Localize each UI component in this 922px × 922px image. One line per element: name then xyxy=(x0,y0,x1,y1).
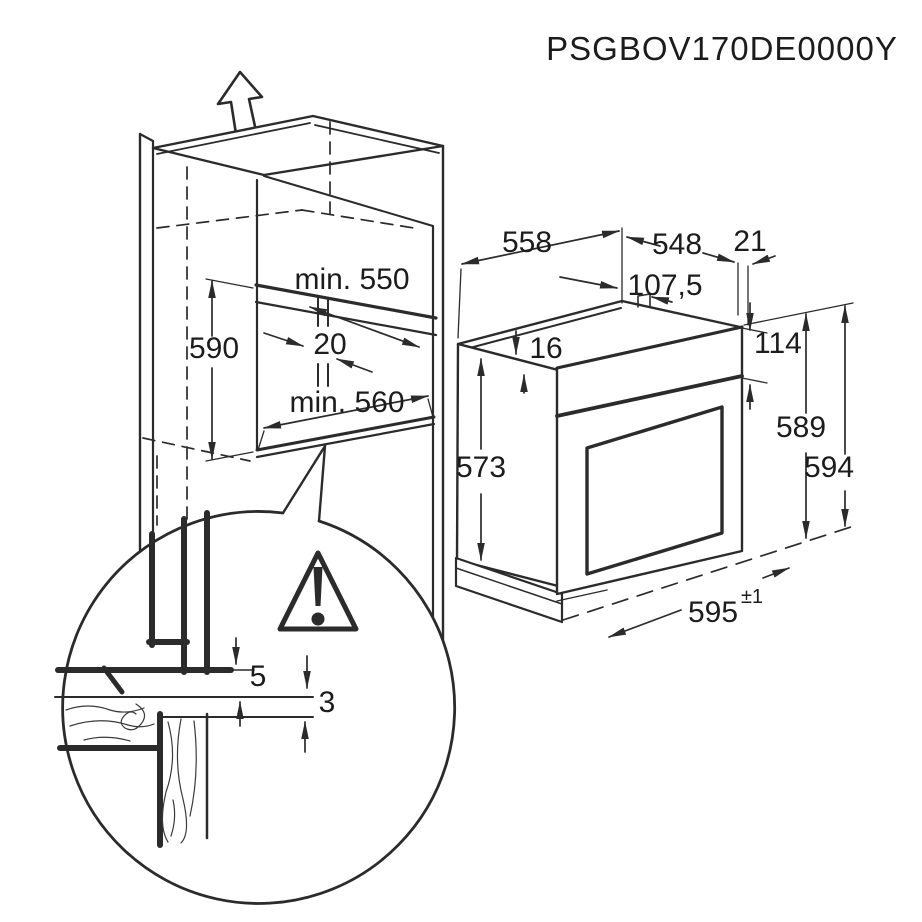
oven-dimension-lines xyxy=(457,227,854,638)
dim-oven-top-clearance: 16 xyxy=(529,332,562,365)
dim-oven-carcass-height: 573 xyxy=(456,451,506,484)
door-window xyxy=(585,405,724,576)
wood-grain xyxy=(65,703,197,844)
rear-bracket xyxy=(637,293,651,308)
dim-oven-total-height: 594 xyxy=(804,451,854,484)
dim-oven-top-depth: 558 xyxy=(502,226,552,259)
dim-oven-rear-offset: 107,5 xyxy=(627,269,702,302)
dim-detail-lower-gap: 3 xyxy=(319,686,336,719)
dim-niche-width: min. 560 xyxy=(289,386,404,419)
dim-oven-front-height: 589 xyxy=(776,411,826,444)
dim-oven-upper-depth: 548 xyxy=(652,228,702,261)
dim-detail-upper-gap: 5 xyxy=(250,660,267,693)
model-code: PSGBOV170DE0000Y xyxy=(546,30,898,67)
hidden-edges xyxy=(142,121,421,543)
cabinet-dimension-lines xyxy=(205,278,434,462)
section-panels xyxy=(55,510,234,848)
dim-oven-front-overhang: 21 xyxy=(733,225,766,258)
dim-oven-front-width: 595 xyxy=(688,596,738,629)
oven-drawing xyxy=(454,227,854,638)
warning-triangle-icon xyxy=(277,550,359,632)
dim-niche-depth: min. 550 xyxy=(294,263,409,296)
lift-arrow-icon xyxy=(216,70,264,136)
dim-rear-gap: 20 xyxy=(313,328,346,361)
oven-foot xyxy=(454,556,564,624)
magnifier-circle xyxy=(61,510,457,905)
dim-oven-front-width-tolerance: ±1 xyxy=(741,586,763,608)
dim-niche-height: 590 xyxy=(189,332,239,365)
labels: PSGBOV170DE0000Y min. 550 20 min. 560 59… xyxy=(189,30,898,719)
control-panel-line xyxy=(555,374,744,418)
detail-circle xyxy=(54,444,457,905)
detail-dimension-lines xyxy=(232,637,311,753)
dim-control-panel-height: 114 xyxy=(754,327,802,360)
